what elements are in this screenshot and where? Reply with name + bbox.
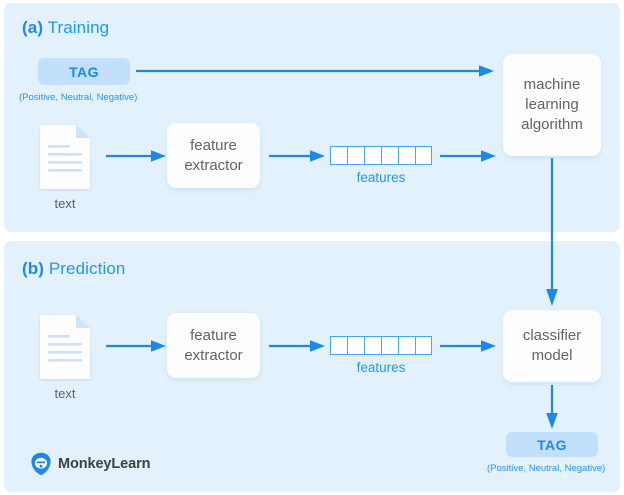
model-line1: machine [523,76,581,94]
prediction-panel-heading: (b) Prediction [22,259,125,279]
feature-cell [364,336,381,355]
feature-cell [330,336,347,355]
feature-cell [381,336,398,355]
feature-cell [330,146,347,165]
classifier-line1: classifier [522,327,582,345]
arrow-right-icon-text-to-extractor-prediction [106,340,166,352]
prediction-tag-label: TAG [537,436,567,453]
training-text-label: text [54,196,76,211]
training-feature-extractor-line1: feature [190,136,237,154]
classifier-line2: model [531,347,573,364]
prediction-tag-pill: TAG [506,432,598,457]
feature-cell [347,336,364,355]
arrow-right-icon-extractor-to-features-training [269,150,325,162]
feature-cell [381,146,398,165]
model-line3: algorithm [521,115,583,133]
training-tag-label: TAG [69,63,99,80]
training-panel-heading: (a) Training [22,18,109,38]
feature-cell [347,146,364,165]
feature-cell [415,336,432,355]
brand-watermark[interactable]: MonkeyLearn [30,452,150,476]
training-feature-extractor-line2: extractor [184,156,243,174]
prediction-features-label: features [356,360,406,375]
machine-learning-algorithm-box: machine learning algorithm [503,54,601,156]
arrow-right-icon-tag-to-model [136,65,494,77]
prediction-text-label: text [54,386,76,401]
training-tag-caption: (Positive, Neutral, Negative) [19,92,138,103]
arrow-right-icon-extractor-to-features-prediction [269,340,325,352]
classifier-model-box: classifier model [503,310,601,382]
document-icon-training [40,125,90,189]
feature-cell [398,146,415,165]
training-features-label: features [356,170,406,185]
document-icon-prediction [40,315,90,379]
arrow-right-icon-text-to-extractor-training [106,150,166,162]
training-panel-letter: (a) [22,18,44,37]
prediction-features-vector [330,336,432,355]
training-features-vector [330,146,432,165]
training-feature-extractor-box: feature extractor [167,123,260,188]
prediction-panel-letter: (b) [22,259,45,278]
monkeylearn-logo-icon [31,452,51,476]
prediction-tag-caption: (Positive, Neutral, Negative) [487,463,606,474]
arrow-right-icon-features-to-model-training [440,150,496,162]
feature-cell [364,146,381,165]
feature-cell [398,336,415,355]
arrow-down-icon-classifier-to-tag [546,385,558,429]
prediction-feature-extractor-line1: feature [190,326,237,344]
feature-cell [415,146,432,165]
training-tag-pill: TAG [38,58,130,85]
prediction-feature-extractor-box: feature extractor [167,313,260,378]
model-line2: learning [525,96,579,114]
prediction-feature-extractor-line2: extractor [184,346,243,364]
prediction-panel-word: Prediction [48,259,126,278]
training-panel-word: Training [47,18,110,37]
arrow-down-icon-model-to-classifier [546,158,558,306]
brand-name: MonkeyLearn [58,456,151,472]
arrow-right-icon-features-to-classifier [440,340,496,352]
